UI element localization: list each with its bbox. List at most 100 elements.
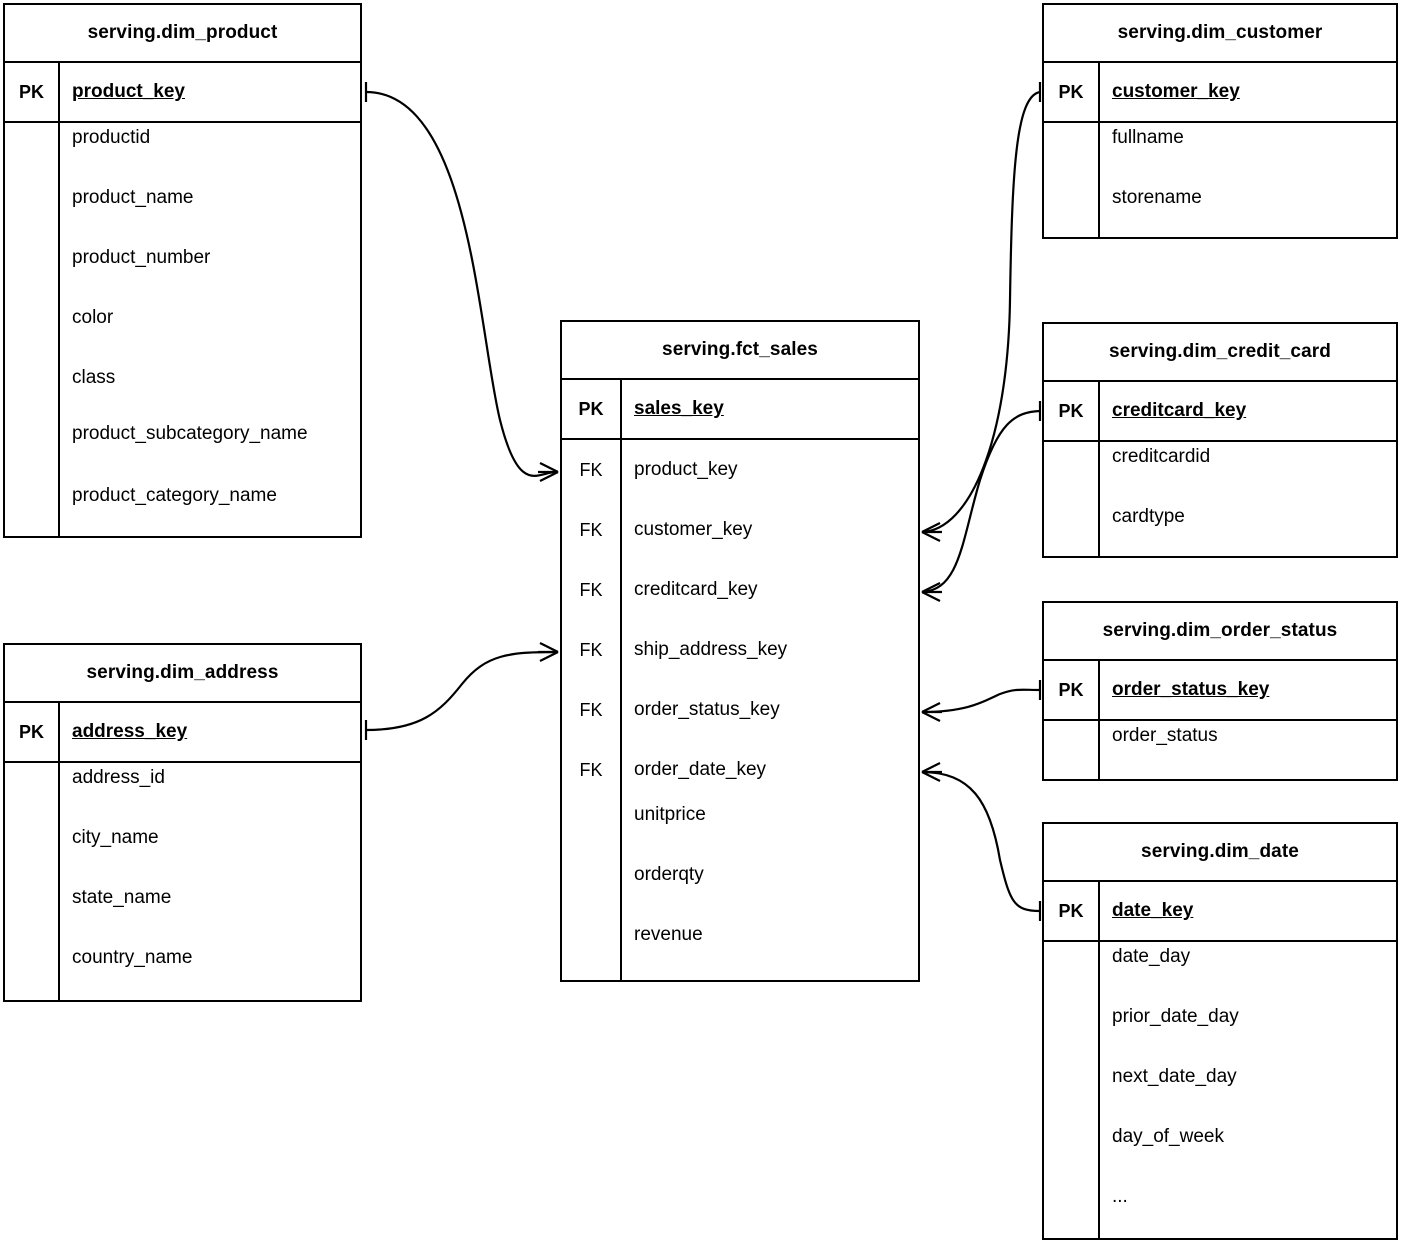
fk-label: FK — [562, 440, 622, 500]
fk-column: order_date_key — [634, 759, 767, 781]
fk-label: FK — [562, 740, 622, 800]
measure-item: revenue — [634, 924, 703, 945]
entity-title-dim-date: serving.dim_date — [1044, 824, 1396, 882]
attribute-block-dim-customer: fullname storename — [1044, 123, 1396, 237]
attribute-list-dim-customer: fullname storename — [1100, 123, 1396, 237]
fk-label: FK — [562, 620, 622, 680]
attribute-item: order_status — [1112, 725, 1218, 746]
entity-title-dim-customer: serving.dim_customer — [1044, 5, 1396, 63]
pk-label-fct-sales: PK — [562, 380, 622, 438]
fk-label: FK — [562, 680, 622, 740]
measure-block-fct-sales: unitprice orderqty revenue — [562, 800, 918, 980]
entity-dim-order-status[interactable]: serving.dim_order_status PK order_status… — [1042, 601, 1398, 781]
attribute-item: state_name — [72, 887, 172, 908]
attribute-gutter-dim-product — [5, 123, 60, 536]
attribute-item: day_of_week — [1112, 1126, 1224, 1147]
crowfoot-creditcard-a — [921, 582, 941, 593]
crowfoot-date-b — [921, 771, 941, 782]
pk-row-dim-customer: PK customer_key — [1044, 63, 1396, 123]
crowfoot-customer-a — [921, 522, 941, 533]
entity-dim-date[interactable]: serving.dim_date PK date_key date_day pr… — [1042, 822, 1398, 1240]
pk-column-dim-credit-card: creditcard_key — [1112, 400, 1247, 422]
pk-label-dim-product: PK — [5, 63, 60, 121]
attribute-item: fullname — [1112, 127, 1184, 148]
attribute-item: country_name — [72, 947, 193, 968]
attribute-item: city_name — [72, 827, 159, 848]
pk-row-fct-sales: PK sales_key — [562, 380, 918, 440]
entity-title-fct-sales: serving.fct_sales — [562, 322, 918, 380]
attribute-gutter-dim-date — [1044, 942, 1100, 1238]
entity-dim-credit-card[interactable]: serving.dim_credit_card PK creditcard_ke… — [1042, 322, 1398, 558]
pk-label-dim-credit-card: PK — [1044, 382, 1100, 440]
measure-list-fct-sales: unitprice orderqty revenue — [622, 800, 918, 980]
pk-row-dim-product: PK product_key — [5, 63, 360, 123]
attribute-item: product_category_name — [72, 485, 277, 506]
attribute-block-dim-date: date_day prior_date_day next_date_day da… — [1044, 942, 1396, 1238]
attribute-list-dim-product: productid product_name product_number co… — [60, 123, 360, 536]
pk-column-dim-address: address_key — [72, 721, 188, 743]
attribute-item: prior_date_day — [1112, 1006, 1239, 1027]
attribute-item: product_name — [72, 187, 194, 208]
attribute-item-ellipsis: ... — [1112, 1186, 1128, 1207]
crowfoot-date-a — [921, 762, 941, 773]
attribute-list-dim-order-status: order_status — [1100, 721, 1396, 779]
measure-item: unitprice — [634, 804, 706, 825]
attribute-block-dim-address: address_id city_name state_name country_… — [5, 763, 360, 1000]
entity-dim-product[interactable]: serving.dim_product PK product_key produ… — [3, 3, 362, 538]
fk-column: product_key — [634, 459, 738, 481]
pk-label-dim-customer: PK — [1044, 63, 1100, 121]
fk-row-order-date-key: FK order_date_key — [562, 740, 918, 800]
attribute-item: storename — [1112, 187, 1202, 208]
fk-column: customer_key — [634, 519, 753, 541]
entity-fct-sales[interactable]: serving.fct_sales PK sales_key FK produc… — [560, 320, 920, 982]
relationship-creditcard — [921, 401, 1042, 602]
attribute-item: color — [72, 307, 114, 328]
entity-title-dim-product: serving.dim_product — [5, 5, 360, 63]
entity-dim-customer[interactable]: serving.dim_customer PK customer_key ful… — [1042, 3, 1398, 239]
fk-column: creditcard_key — [634, 579, 758, 601]
crowfoot-order-status-b — [921, 711, 941, 722]
attribute-list-dim-address: address_id city_name state_name country_… — [60, 763, 360, 1000]
pk-column-dim-date: date_key — [1112, 900, 1194, 922]
entity-title-dim-credit-card: serving.dim_credit_card — [1044, 324, 1396, 382]
crowfoot-product-a — [539, 462, 559, 473]
pk-column-dim-order-status: order_status_key — [1112, 679, 1270, 701]
attribute-item: date_day — [1112, 946, 1191, 967]
relationship-order-status — [921, 680, 1042, 722]
attribute-item: product_subcategory_name — [72, 423, 308, 444]
attribute-list-dim-credit-card: creditcardid cardtype — [1100, 442, 1396, 556]
pk-row-dim-date: PK date_key — [1044, 882, 1396, 942]
entity-title-dim-address: serving.dim_address — [5, 645, 360, 703]
relationship-address — [364, 642, 559, 740]
attribute-gutter-dim-credit-card — [1044, 442, 1100, 556]
crowfoot-creditcard-b — [921, 591, 941, 602]
pk-column-dim-product: product_key — [72, 81, 185, 103]
pk-label-dim-order-status: PK — [1044, 661, 1100, 719]
attribute-gutter-dim-customer — [1044, 123, 1100, 237]
entity-dim-address[interactable]: serving.dim_address PK address_key addre… — [3, 643, 362, 1002]
attribute-gutter-dim-order-status — [1044, 721, 1100, 779]
attribute-block-dim-credit-card: creditcardid cardtype — [1044, 442, 1396, 556]
attribute-item: next_date_day — [1112, 1066, 1237, 1087]
fk-row-customer-key: FK customer_key — [562, 500, 918, 560]
fk-column: order_status_key — [634, 699, 780, 721]
attribute-item: cardtype — [1112, 506, 1185, 527]
pk-row-dim-credit-card: PK creditcard_key — [1044, 382, 1396, 442]
measure-gutter-fct-sales — [562, 800, 622, 980]
attribute-item: address_id — [72, 767, 165, 788]
fk-label: FK — [562, 560, 622, 620]
fk-label: FK — [562, 500, 622, 560]
attribute-gutter-dim-address — [5, 763, 60, 1000]
pk-label-dim-date: PK — [1044, 882, 1100, 940]
attribute-item: productid — [72, 127, 151, 148]
attribute-item: creditcardid — [1112, 446, 1211, 467]
crowfoot-product-b — [539, 471, 559, 482]
attribute-item: class — [72, 367, 116, 388]
attribute-block-dim-product: productid product_name product_number co… — [5, 123, 360, 536]
relationship-product — [364, 82, 559, 482]
fk-row-product-key: FK product_key — [562, 440, 918, 500]
pk-row-dim-order-status: PK order_status_key — [1044, 661, 1396, 721]
crowfoot-customer-b — [921, 531, 941, 542]
pk-row-dim-address: PK address_key — [5, 703, 360, 763]
measure-item: orderqty — [634, 864, 704, 885]
